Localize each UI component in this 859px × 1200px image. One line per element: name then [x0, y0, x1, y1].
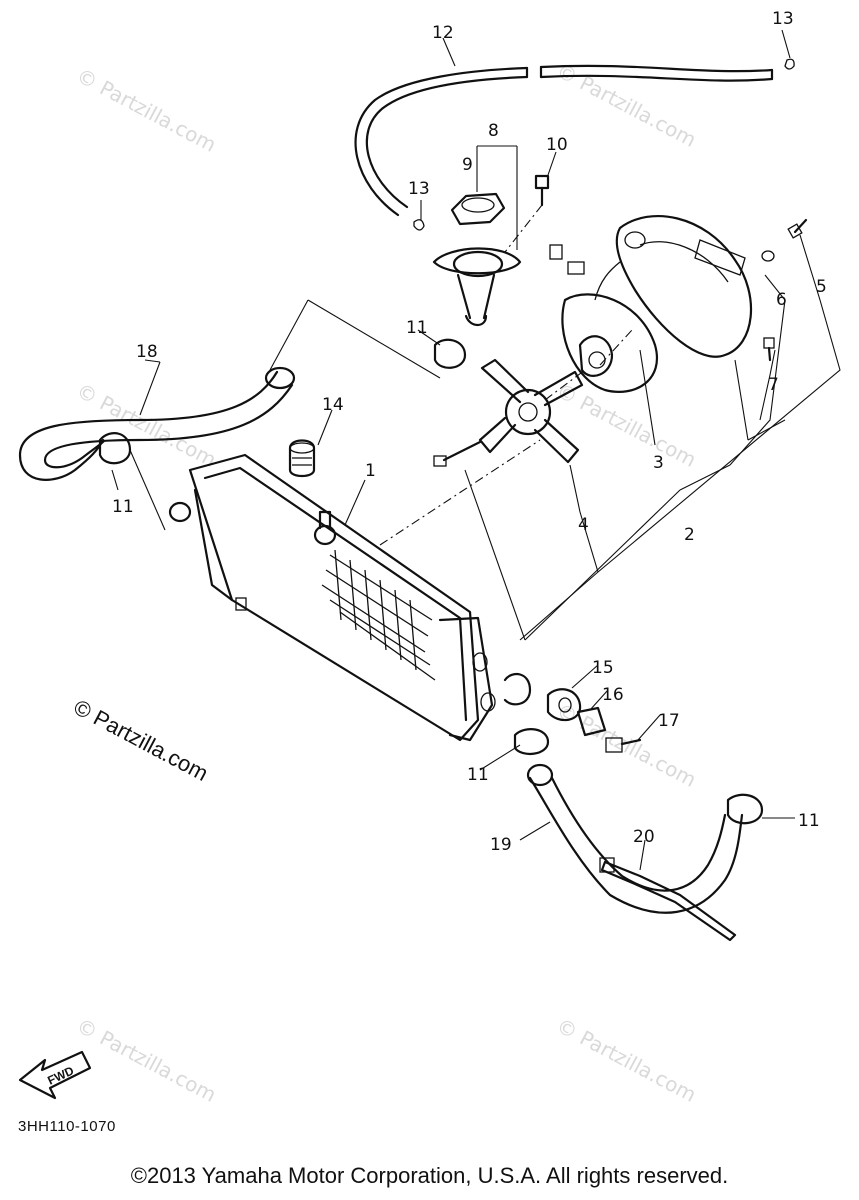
watermark-text: © Partzilla.com: [73, 63, 221, 157]
parts-diagram: © Partzilla.com © Partzilla.com © Partzi…: [18, 9, 841, 1107]
radiator: [168, 439, 541, 742]
callout-1: 1: [365, 461, 376, 481]
callout-5: 5: [816, 277, 827, 297]
callout-11: 11: [467, 765, 489, 785]
callout-11: 11: [112, 497, 134, 517]
callout-10: 10: [546, 135, 568, 155]
callout-4: 4: [578, 515, 589, 535]
callout-6: 6: [776, 290, 787, 310]
watermark-text-strong: © Partzilla.com: [70, 694, 213, 786]
callout-11: 11: [798, 811, 820, 831]
callout-19: 19: [490, 835, 512, 855]
overflow-hose: [354, 64, 774, 217]
fan-blade: [478, 358, 586, 464]
callout-20: 20: [633, 827, 655, 847]
callout-18: 18: [136, 342, 158, 362]
callout-12: 12: [432, 23, 454, 43]
callout-15: 15: [592, 658, 614, 678]
filler-neck-assembly: [432, 192, 522, 327]
leader-lines: [111, 29, 841, 871]
fwd-arrow: FWD: [18, 1050, 92, 1100]
hose-clip: [413, 58, 795, 231]
watermark-text: © Partzilla.com: [553, 1013, 701, 1107]
cable-tie: [599, 857, 737, 942]
callout-7: 7: [768, 375, 779, 395]
watermarks: © Partzilla.com © Partzilla.com © Partzi…: [70, 58, 701, 1107]
fan-shroud: [615, 215, 775, 358]
fan-bolts: [433, 218, 808, 467]
watermark-text: © Partzilla.com: [73, 378, 221, 472]
upper-radiator-hose: [18, 366, 296, 481]
callout-9: 9: [462, 155, 473, 175]
copyright-notice: ©2013 Yamaha Motor Corporation, U.S.A. A…: [130, 1163, 729, 1188]
callout-2: 2: [684, 525, 695, 545]
lower-radiator-hose: [526, 763, 744, 914]
hose-clamp: [98, 338, 764, 825]
callout-3: 3: [653, 453, 664, 473]
bolt: [504, 174, 550, 253]
drawing-code: 3HH110-1070: [18, 1118, 116, 1135]
fan-motor: [549, 244, 658, 393]
callout-17: 17: [658, 711, 680, 731]
callout-labels: 1 2 3 4 5 6 7 8 9 10 11 11 11 11 12 13 1…: [112, 9, 827, 855]
callout-13: 13: [408, 179, 430, 199]
callout-8: 8: [488, 121, 499, 141]
radiator-cap: [288, 439, 316, 478]
callout-14: 14: [322, 395, 344, 415]
callout-16: 16: [602, 685, 624, 705]
watermark-text: © Partzilla.com: [73, 1013, 221, 1107]
callout-11: 11: [406, 318, 428, 338]
callout-13: 13: [772, 9, 794, 29]
watermark-text: © Partzilla.com: [553, 58, 701, 152]
